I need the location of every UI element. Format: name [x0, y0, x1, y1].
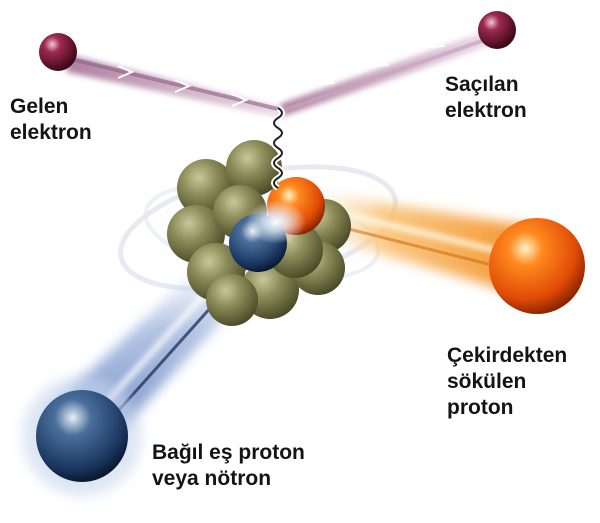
incoming-electron-track: [66, 55, 285, 118]
nucleon-ball: [226, 140, 282, 196]
track-arrow: [117, 65, 135, 79]
knocked-out-proton-label: Çekirdekten sökülen proton: [447, 344, 568, 419]
bound-partner-ball: [36, 390, 128, 482]
nucleus: [167, 140, 351, 326]
incoming-electron-label: Gelen elektron: [10, 95, 92, 144]
photon-wavy-line: [273, 107, 283, 189]
track-arrow: [174, 79, 192, 93]
track-arrow: [231, 93, 249, 107]
knocked-out-proton-ball: [489, 218, 585, 314]
nucleon-ball: [206, 274, 258, 326]
collision-flash: [246, 200, 306, 244]
scattered-electron-track: [280, 28, 500, 116]
bound-nucleon-label: Bağıl eş proton veya nötron: [152, 441, 305, 490]
scattered-electron-ball: [478, 11, 516, 49]
track-arrow: [317, 72, 336, 85]
track-arrow: [427, 35, 446, 48]
incoming-electron-ball: [39, 33, 77, 71]
scattered-electron-label: Saçılan elektron: [445, 73, 527, 122]
track-arrow: [371, 54, 390, 67]
